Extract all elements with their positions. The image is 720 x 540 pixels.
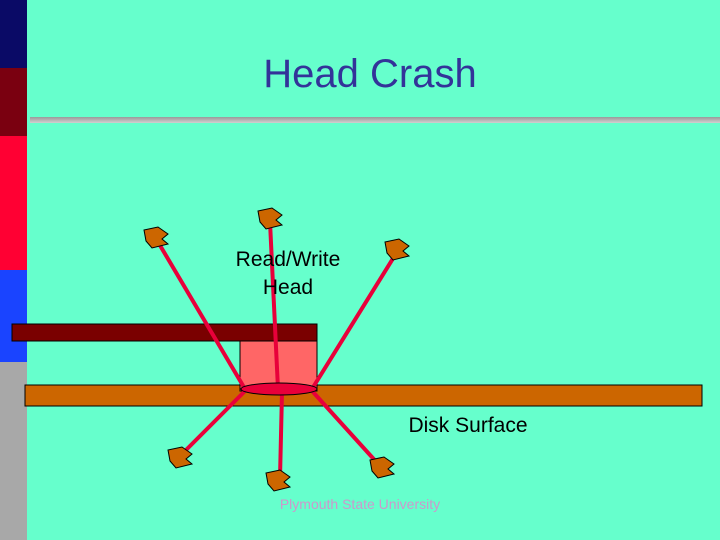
ray-upper-center bbox=[268, 220, 280, 391]
ray-upper-right bbox=[310, 250, 399, 391]
ray-lower-right bbox=[311, 390, 382, 468]
debris-particle bbox=[369, 456, 396, 479]
strip-gray-segment bbox=[0, 362, 27, 540]
debris-particle bbox=[384, 238, 411, 261]
decorative-left-strip bbox=[0, 0, 27, 540]
strip-red-segment bbox=[0, 136, 27, 270]
strip-blue-segment bbox=[0, 270, 27, 362]
disk-surface-label: Disk Surface bbox=[408, 414, 528, 437]
slide-title: Head Crash bbox=[263, 52, 477, 96]
head-label-line2: Head bbox=[262, 276, 314, 299]
ray-upper-left bbox=[156, 240, 247, 391]
ray-lower-left bbox=[178, 390, 246, 458]
head-label-line1: Read/Write bbox=[235, 248, 341, 271]
strip-maroon-segment bbox=[0, 68, 27, 136]
debris-particle bbox=[143, 226, 170, 249]
debris-particle bbox=[265, 469, 292, 492]
head-contact-ellipse bbox=[240, 382, 318, 396]
debris-rays bbox=[156, 220, 399, 480]
debris-particle bbox=[167, 446, 194, 469]
title-divider bbox=[30, 117, 720, 123]
debris-particles bbox=[143, 207, 411, 492]
debris-particle bbox=[257, 207, 284, 230]
disk-surface bbox=[24, 384, 703, 407]
ray-lower-center bbox=[278, 390, 284, 480]
read-write-arm bbox=[11, 323, 318, 342]
footer-text: Plymouth State University bbox=[279, 496, 441, 512]
strip-navy-segment bbox=[0, 0, 27, 68]
read-write-head-label: Read/Write Head bbox=[218, 246, 358, 302]
